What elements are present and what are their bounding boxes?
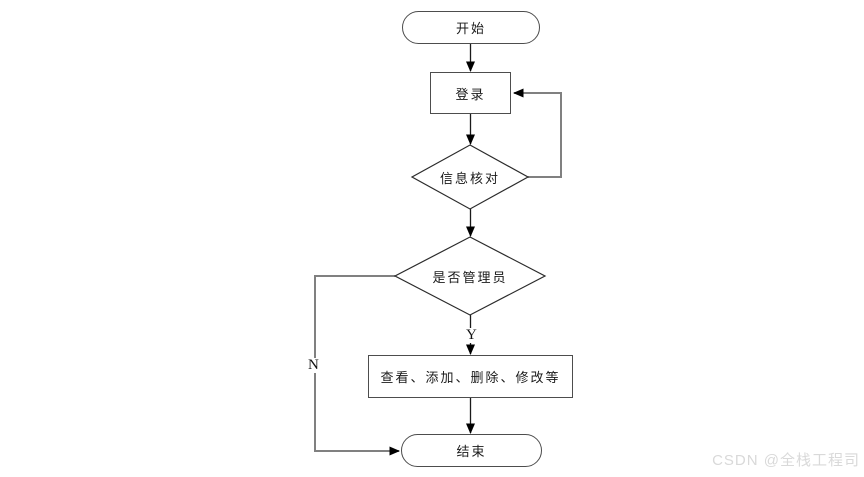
decision-verify-shape: [410, 144, 530, 210]
node-end: 结束: [401, 434, 542, 467]
node-start-label: 开始: [455, 21, 486, 36]
node-isadmin-label: 是否管理员: [432, 269, 508, 285]
node-admin-ops-label: 查看、添加、删除、修改等: [380, 370, 561, 385]
node-end-label: 结束: [456, 444, 487, 459]
edge-verify-to-login-loop: [513, 88, 562, 178]
node-admin-ops: 查看、添加、删除、修改等: [368, 355, 573, 398]
decision-isadmin-shape: [393, 236, 547, 316]
node-login-label: 登录: [455, 86, 486, 102]
edge-label-no: N: [306, 357, 321, 373]
watermark: CSDN @全栈工程司: [712, 452, 860, 469]
node-start: 开始: [402, 11, 540, 44]
edge-label-yes: Y: [464, 327, 479, 343]
node-verify-label: 信息核对: [439, 170, 500, 186]
node-login: 登录: [430, 72, 511, 114]
